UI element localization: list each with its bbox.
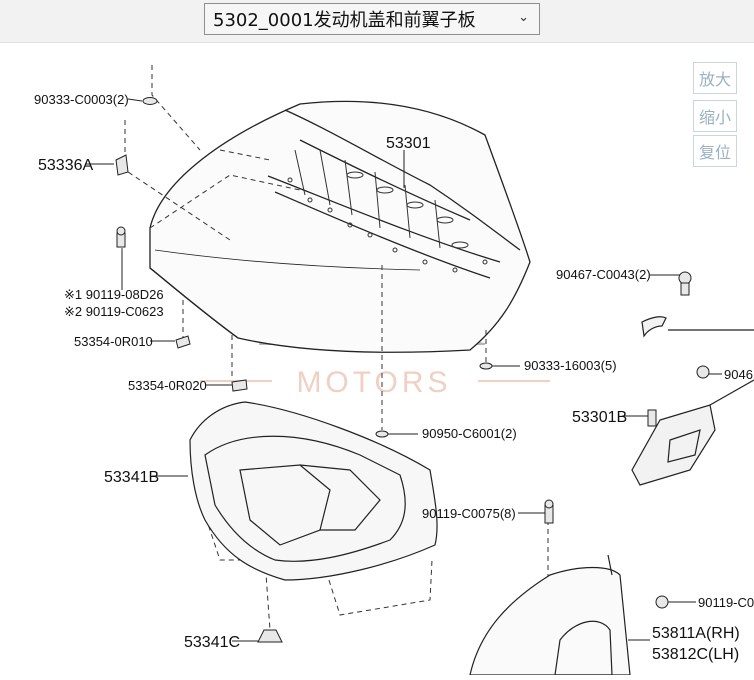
label-53341c[interactable]: 53341C	[184, 634, 240, 651]
label-53301b[interactable]: 53301B	[572, 409, 627, 426]
hood-hinge	[631, 316, 754, 486]
top-toolbar: 5302_0001发动机盖和前翼子板 ⌄	[0, 0, 754, 43]
diagram-selector-value: 5302_0001发动机盖和前翼子板	[213, 10, 476, 31]
zoom-out-button[interactable]: 缩小	[693, 100, 737, 132]
bracket-53336a	[115, 154, 129, 176]
label-90467-partial[interactable]: 9046	[724, 367, 753, 382]
cushion-53354-0r020	[231, 379, 248, 392]
zoom-in-button[interactable]: 放大	[693, 62, 737, 94]
watermark-sub: MOTORS	[296, 366, 451, 399]
hood-panel	[149, 100, 531, 353]
label-53354-0r010[interactable]: 53354-0R010	[74, 334, 153, 349]
label-90119-08d26[interactable]: ※1 90119-08D26	[64, 287, 164, 302]
parts-diagram-svg: IMERI MOTORS	[34, 65, 754, 676]
stay-53301b	[647, 409, 657, 427]
clip-53341c	[257, 629, 283, 643]
fasteners	[115, 97, 710, 643]
plug-90333-c0003	[142, 97, 158, 105]
label-53336a[interactable]: 53336A	[38, 157, 93, 174]
clip-90467-c0043	[678, 271, 692, 285]
label-53301[interactable]: 53301	[386, 135, 431, 152]
hood-inner-frame	[287, 149, 488, 273]
label-53811a[interactable]: 53811A(RH)	[652, 625, 740, 642]
label-90950-c6001[interactable]: 90950-C6001(2)	[422, 426, 517, 441]
zoom-reset-button[interactable]: 复位	[693, 135, 737, 167]
diagram-selector[interactable]: 5302_0001发动机盖和前翼子板 ⌄	[204, 3, 540, 35]
chevron-down-icon: ⌄	[518, 10, 529, 25]
label-53341b[interactable]: 53341B	[104, 469, 159, 486]
label-90333-16003[interactable]: 90333-16003(5)	[524, 358, 617, 373]
label-90467-c0043[interactable]: 90467-C0043(2)	[556, 267, 651, 282]
hood-insulator	[189, 401, 438, 581]
label-90119-partial[interactable]: 90119-C0	[698, 595, 754, 610]
label-53812c[interactable]: 53812C(LH)	[652, 646, 739, 663]
cushion-53354-0r010	[175, 335, 191, 349]
label-53354-0r020[interactable]: 53354-0R020	[128, 378, 207, 393]
label-90119-c0075[interactable]: 90119-C0075(8)	[422, 506, 516, 521]
parts-diagram[interactable]: IMERI MOTORS	[0, 42, 754, 676]
leader-lines	[86, 98, 722, 642]
front-fender	[469, 554, 631, 676]
label-90119-c0623[interactable]: ※2 90119-C0623	[64, 304, 164, 319]
label-90333-c0003[interactable]: 90333-C0003(2)	[34, 92, 129, 107]
